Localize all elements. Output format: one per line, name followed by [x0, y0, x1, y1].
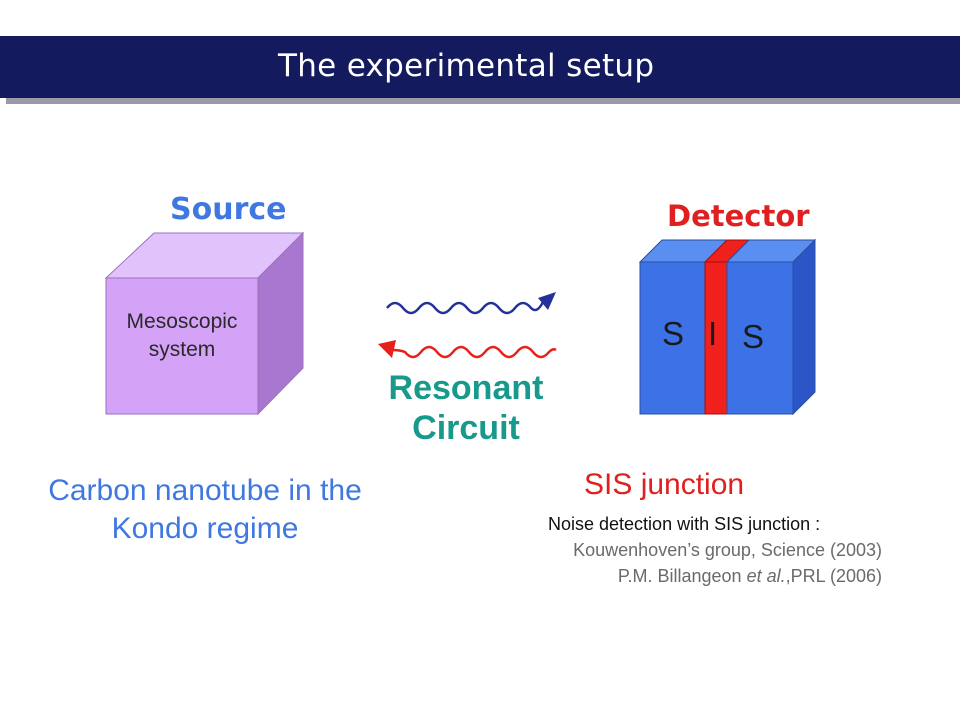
sis-side-face — [792, 238, 816, 416]
wave-back-arrow — [391, 345, 557, 359]
wave-back-arrowhead — [378, 340, 396, 358]
reference-2-authors: P.M. Billangeon — [617, 566, 747, 586]
source-cube — [104, 231, 305, 416]
cube-front-face — [105, 277, 259, 415]
wave-forward-arrow — [386, 301, 545, 315]
slide-title: The experimental setup — [278, 48, 655, 84]
title-bar — [0, 36, 960, 98]
cube-label: Mesoscopic system — [106, 308, 258, 364]
sis-right-superconductor — [726, 261, 794, 415]
sis-middle-letter: I — [708, 315, 718, 352]
sis-left-letter: S — [662, 315, 685, 352]
reference-2: P.M. Billangeon et al.,PRL (2006) — [618, 566, 882, 587]
reference-1: Kouwenhoven’s group, Science (2003) — [573, 540, 882, 560]
sis-right-letter: S — [742, 318, 765, 355]
source-description: Carbon nanotube in the Kondo regime — [48, 474, 362, 545]
wave-forward-arrowhead — [538, 292, 556, 310]
sis-left-superconductor — [639, 261, 706, 415]
references-heading: Noise detection with SIS junction : — [548, 514, 821, 534]
detector-label: Detector — [667, 199, 810, 233]
cube-label-line1: Mesoscopic — [126, 310, 238, 333]
detector-description: SIS junction — [584, 468, 745, 501]
reference-2-journal: ,PRL (2006) — [785, 566, 882, 586]
source-label: Source — [170, 192, 287, 227]
reference-2-etal: et al. — [746, 566, 786, 586]
sis-detector-block — [638, 238, 817, 416]
resonant-circuit-label: Resonant Circuit — [388, 369, 544, 447]
cube-label-line2: system — [148, 338, 216, 361]
